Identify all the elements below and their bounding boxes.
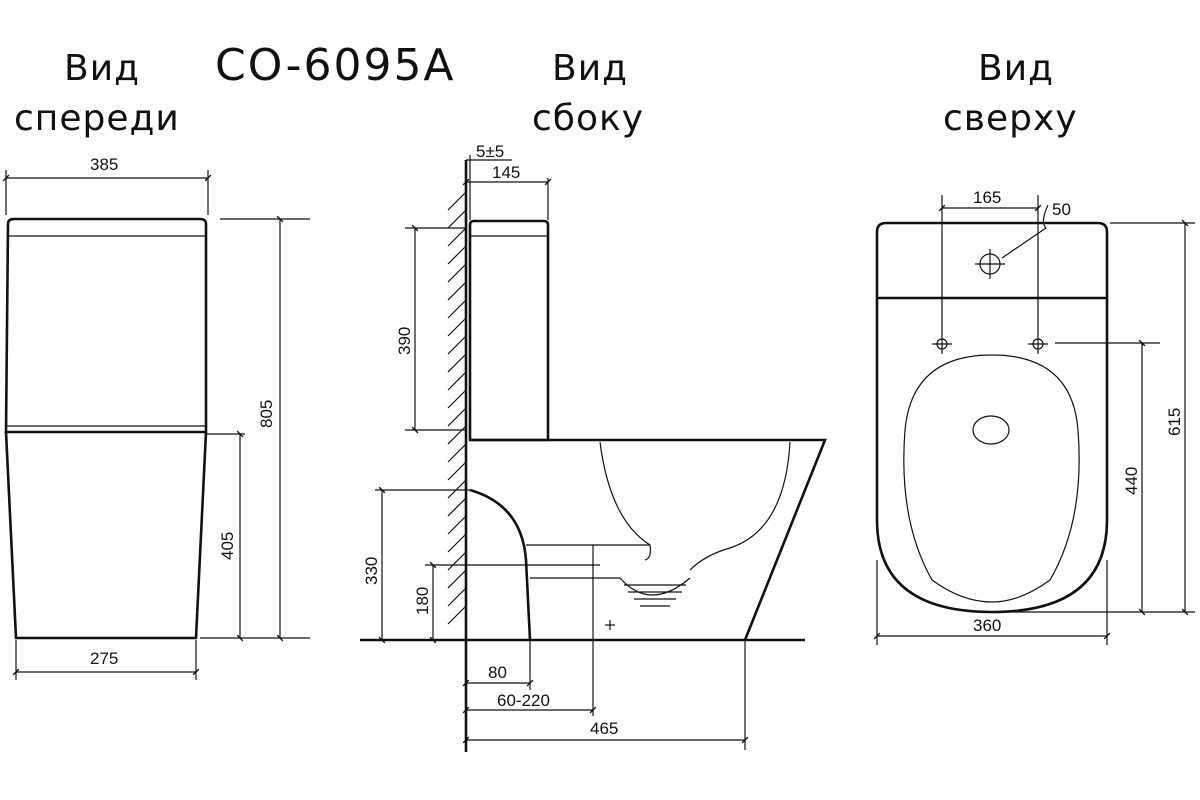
- side-bowl-outline: [470, 438, 827, 641]
- dim-side-outlet-range: 60-220: [497, 691, 550, 710]
- dim-side-tank-height: 390: [395, 327, 414, 355]
- top-tank-outline: [875, 221, 1109, 300]
- front-view-heading-line1: Вид: [64, 48, 140, 89]
- model-title: CO-6095A: [215, 40, 456, 91]
- dim-side-outlet-offset: 80: [488, 663, 507, 682]
- dim-front-height-total: 805: [257, 400, 276, 428]
- side-bowl-inner: [599, 441, 791, 571]
- top-bowl-outline: [875, 298, 1109, 614]
- dim-side-total-depth: 465: [590, 719, 618, 738]
- dim-top-hole-diameter-leader: [1001, 204, 1049, 259]
- wall-hatch: [447, 191, 467, 625]
- side-water-trap: [619, 577, 691, 607]
- side-fixing-point-icon: [605, 620, 615, 630]
- dim-top-hole-spacing: 165: [973, 188, 1001, 207]
- top-view-heading-line2: сверху: [943, 98, 1078, 139]
- side-tank-outline: [468, 219, 550, 442]
- dim-front-width-top: 385: [90, 155, 118, 174]
- top-seat-opening: [903, 354, 1080, 603]
- dim-front-height-bowl: 405: [218, 532, 237, 560]
- dim-top-total-depth: 615: [1165, 408, 1184, 436]
- side-view-heading-line1: Вид: [552, 48, 628, 89]
- dim-top-seat-depth: 440: [1122, 467, 1141, 495]
- dim-side-wall-gap: 5±5: [476, 142, 504, 161]
- flush-button-icon: [975, 249, 1005, 279]
- left-mounting-hole-icon: [932, 334, 952, 354]
- side-view: 5±5 145 390 330 180 80 60-220 465: [360, 142, 827, 752]
- top-view: 165 50 615 440 360: [873, 188, 1195, 645]
- side-view-heading-line2: сбоку: [532, 98, 644, 139]
- dim-front-width-bottom: 275: [90, 649, 118, 668]
- dim-side-outlet-height: 330: [362, 557, 381, 585]
- top-drain-hole: [972, 415, 1010, 445]
- front-view: 385 805 405 275: [2, 155, 310, 680]
- dim-top-width: 360: [973, 616, 1001, 635]
- dim-top-hole-diameter: 50: [1052, 200, 1071, 219]
- front-bowl-outline: [4, 431, 208, 640]
- top-view-heading-line1: Вид: [978, 48, 1054, 89]
- dim-side-inlet-height: 180: [413, 587, 432, 615]
- front-tank-outline: [4, 217, 208, 434]
- front-view-heading-line2: спереди: [14, 98, 180, 139]
- right-mounting-hole-icon: [1028, 334, 1048, 354]
- side-bowl-trap: [469, 488, 532, 641]
- dim-side-tank-depth: 145: [492, 163, 520, 182]
